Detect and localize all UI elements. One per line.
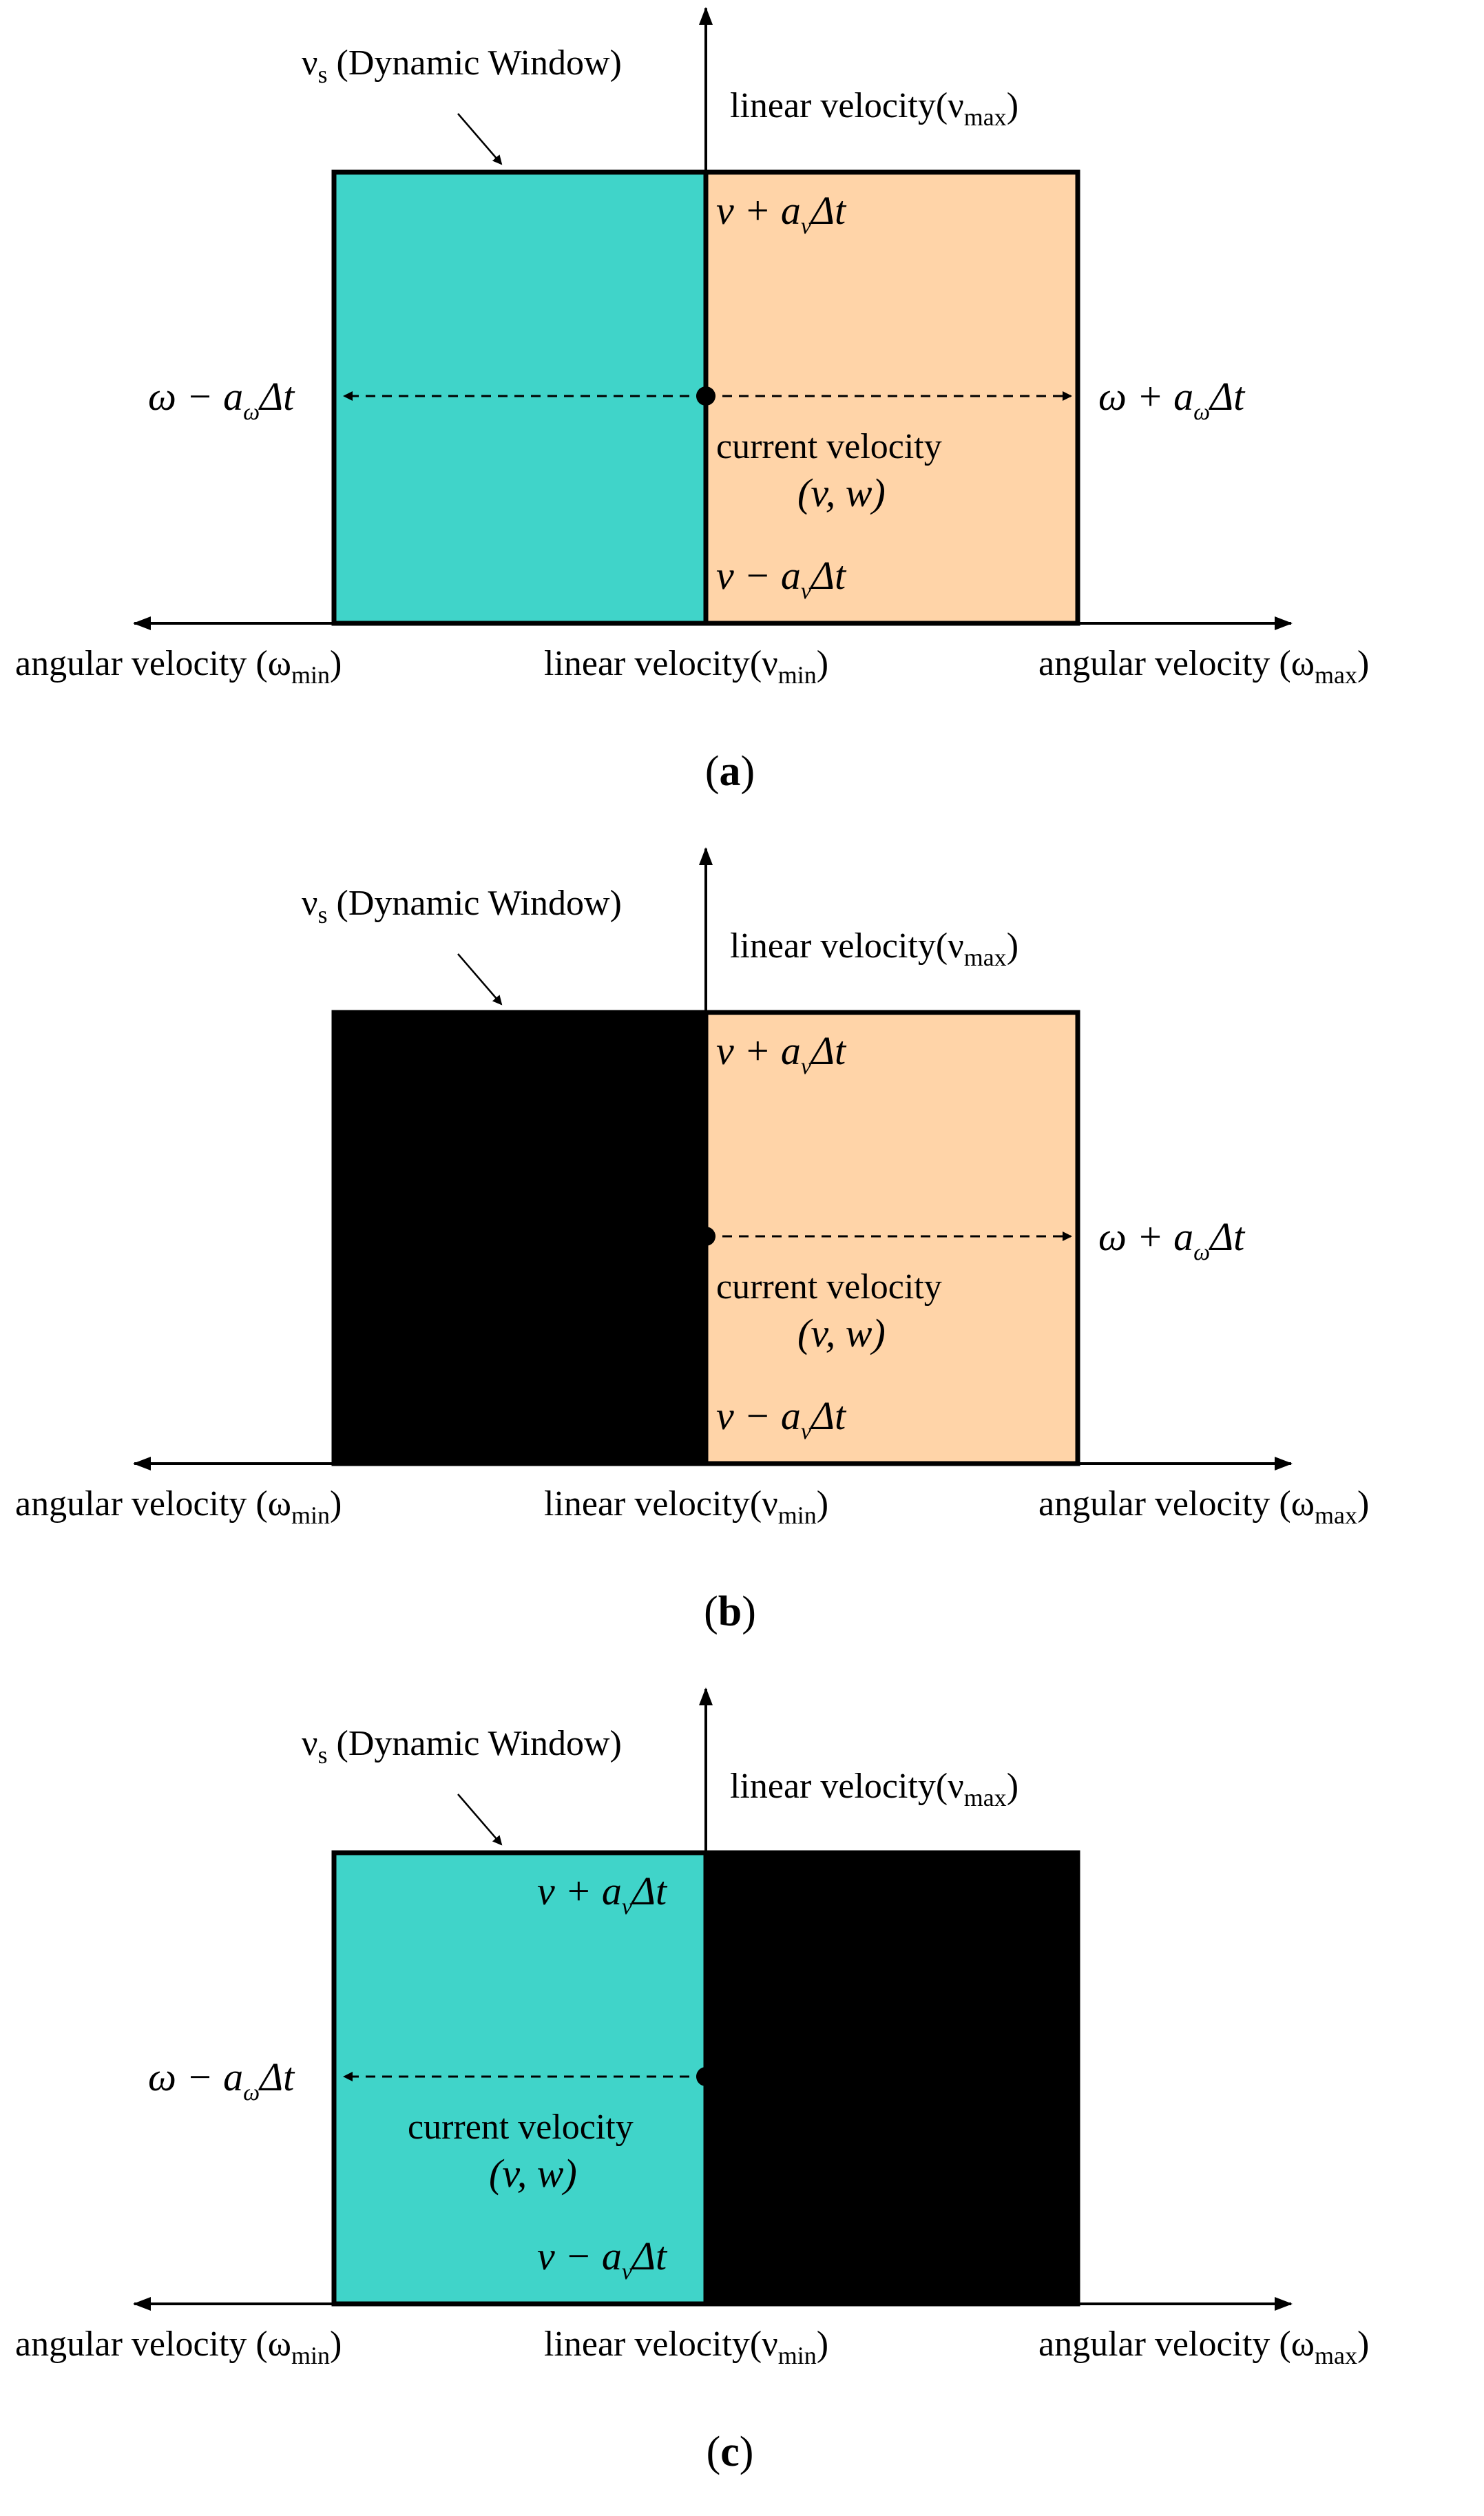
panel-caption: (a) bbox=[705, 748, 755, 795]
angular-velocity-max-label: angular velocity (ωmax) bbox=[1038, 2325, 1369, 2369]
linear-velocity-max-label: linear velocity(νmax) bbox=[730, 86, 1018, 131]
panel-caption: (b) bbox=[704, 1588, 756, 1635]
dynamic-window-label: νs (Dynamic Window) bbox=[302, 884, 622, 928]
current-velocity-label: current velocity bbox=[716, 427, 942, 466]
angular-velocity-min-label: angular velocity (ωmin) bbox=[15, 2325, 342, 2369]
dynamic-window-pointer bbox=[457, 953, 503, 1006]
w-minus-label: ω − aωΔt bbox=[148, 374, 295, 425]
current-velocity-label: current velocity bbox=[716, 1267, 942, 1307]
w-plus-label: ω + aωΔt bbox=[1098, 1214, 1246, 1265]
current-velocity-pair: (v, w) bbox=[797, 1311, 886, 1355]
dynamic-window-pointer bbox=[457, 1794, 503, 1846]
v-plus-label: v + avΔt bbox=[537, 1869, 668, 1920]
v-minus-label: v − avΔt bbox=[537, 2234, 668, 2285]
current-velocity-point bbox=[696, 1227, 715, 1246]
linear-velocity-min-label: linear velocity(νmin) bbox=[544, 2325, 828, 2369]
current-velocity-pair: (v, w) bbox=[489, 2151, 577, 2196]
v-minus-label: v − avΔt bbox=[716, 553, 847, 604]
dynamic-window-label: νs (Dynamic Window) bbox=[302, 1724, 622, 1769]
left-region bbox=[331, 1850, 709, 2307]
w-minus-label: ω − aωΔt bbox=[148, 2055, 295, 2106]
linear-velocity-min-label: linear velocity(νmin) bbox=[544, 1484, 828, 1529]
linear-velocity-max-label: linear velocity(νmax) bbox=[730, 1767, 1018, 1811]
right-region bbox=[703, 1850, 1080, 2307]
panel-a: νs (Dynamic Window) linear velocity(νmax… bbox=[15, 7, 1369, 795]
v-minus-label: v − avΔt bbox=[716, 1393, 847, 1444]
left-region bbox=[331, 1010, 709, 1466]
panel-c: νs (Dynamic Window) linear velocity(νmax… bbox=[15, 1687, 1369, 2475]
angular-velocity-max-label: angular velocity (ωmax) bbox=[1038, 1484, 1369, 1529]
dynamic-window-pointer bbox=[457, 113, 503, 165]
panel-caption: (c) bbox=[707, 2429, 754, 2475]
angular-velocity-min-label: angular velocity (ωmin) bbox=[15, 644, 342, 689]
current-velocity-pair: (v, w) bbox=[797, 470, 886, 515]
left-region bbox=[331, 169, 709, 626]
v-plus-label: v + avΔt bbox=[716, 188, 847, 239]
angular-velocity-min-label: angular velocity (ωmin) bbox=[15, 1484, 342, 1529]
panel-b: νs (Dynamic Window) linear velocity(νmax… bbox=[15, 847, 1369, 1635]
v-plus-label: v + avΔt bbox=[716, 1028, 847, 1079]
current-velocity-point bbox=[696, 2067, 715, 2086]
linear-velocity-max-label: linear velocity(νmax) bbox=[730, 926, 1018, 971]
current-velocity-label: current velocity bbox=[408, 2108, 634, 2147]
right-region bbox=[703, 169, 1080, 626]
w-plus-label: ω + aωΔt bbox=[1098, 374, 1246, 425]
dynamic-window-label: νs (Dynamic Window) bbox=[302, 43, 622, 88]
angular-velocity-max-label: angular velocity (ωmax) bbox=[1038, 644, 1369, 689]
current-velocity-point bbox=[696, 386, 715, 406]
linear-velocity-min-label: linear velocity(νmin) bbox=[544, 644, 828, 689]
